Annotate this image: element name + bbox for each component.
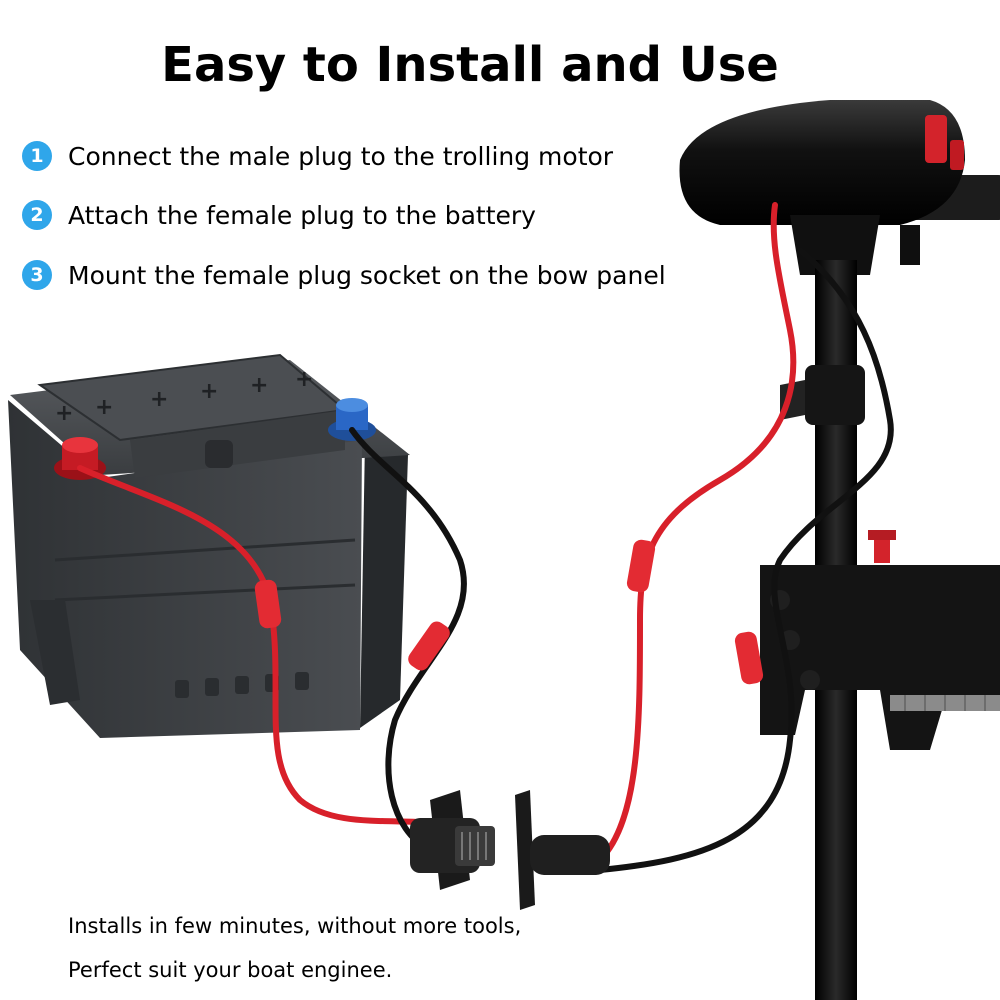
svg-text:+: + xyxy=(200,379,218,404)
svg-text:+: + xyxy=(295,367,313,392)
step-number-badge: 3 xyxy=(22,260,52,290)
step-2: 2 Attach the female plug to the battery xyxy=(22,195,536,235)
step-1: 1 Connect the male plug to the trolling … xyxy=(22,136,613,176)
plug-socket-icon xyxy=(410,790,610,910)
page-title: Easy to Install and Use xyxy=(161,37,779,93)
svg-text:+: + xyxy=(250,373,268,398)
trolling-motor-icon xyxy=(679,100,1000,1000)
step-number-badge: 1 xyxy=(22,141,52,171)
install-note: Installs in few minutes, without more to… xyxy=(68,914,522,938)
battery-icon: + + + + + + xyxy=(8,353,410,738)
step-text: Attach the female plug to the battery xyxy=(68,200,536,230)
svg-text:+: + xyxy=(55,401,73,426)
step-number-badge: 2 xyxy=(22,200,52,230)
fuse-holder-icon xyxy=(254,539,764,685)
step-3: 3 Mount the female plug socket on the bo… xyxy=(22,255,666,295)
step-text: Connect the male plug to the trolling mo… xyxy=(68,141,614,171)
compatibility-note: Perfect suit your boat enginee. xyxy=(68,958,393,982)
step-text: Mount the female plug socket on the bow … xyxy=(68,260,666,290)
svg-text:+: + xyxy=(95,395,113,420)
wiring-harness xyxy=(77,202,894,873)
svg-text:+: + xyxy=(150,387,168,412)
